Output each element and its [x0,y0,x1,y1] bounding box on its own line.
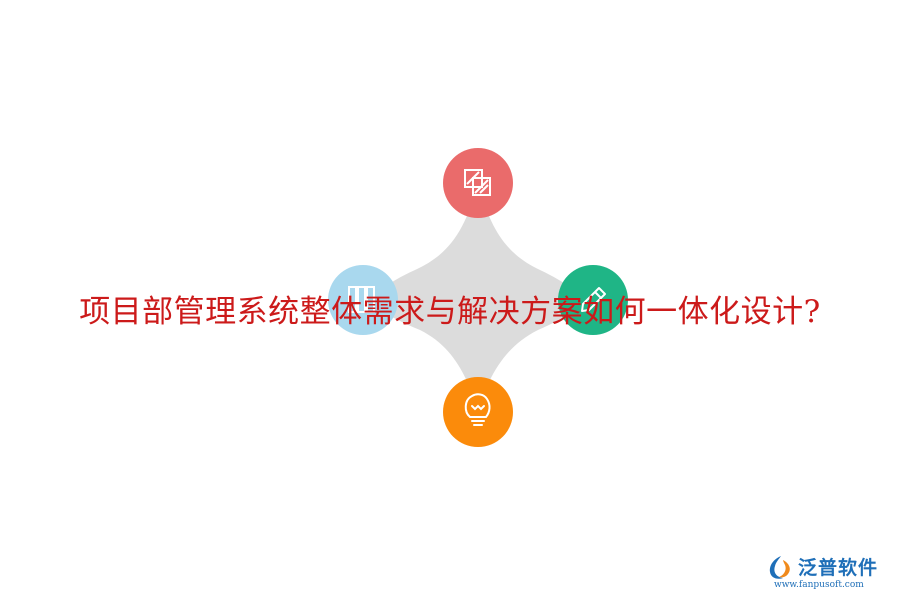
star-hub [362,183,592,410]
pencil-icon [581,287,606,312]
brand-logo: 泛普软件 www.fanpusoft.com [766,551,896,596]
stacked-pages-icon [464,169,491,196]
logo-mark-icon [769,556,790,579]
node-left-circle [328,265,398,335]
node-right-circle [558,265,628,335]
logo-url: www.fanpusoft.com [774,580,864,590]
logo-name: 泛普软件 [798,557,879,579]
lightbulb-icon [464,393,491,426]
node-bottom-circle [443,377,513,447]
node-bottom [443,377,513,447]
books-icon [348,286,375,313]
node-top-circle [443,148,513,218]
page-title: 项目部管理系统整体需求与解决方案如何一体化设计? [79,294,821,330]
node-top [443,148,513,218]
node-left [328,265,398,335]
node-right [558,265,628,335]
